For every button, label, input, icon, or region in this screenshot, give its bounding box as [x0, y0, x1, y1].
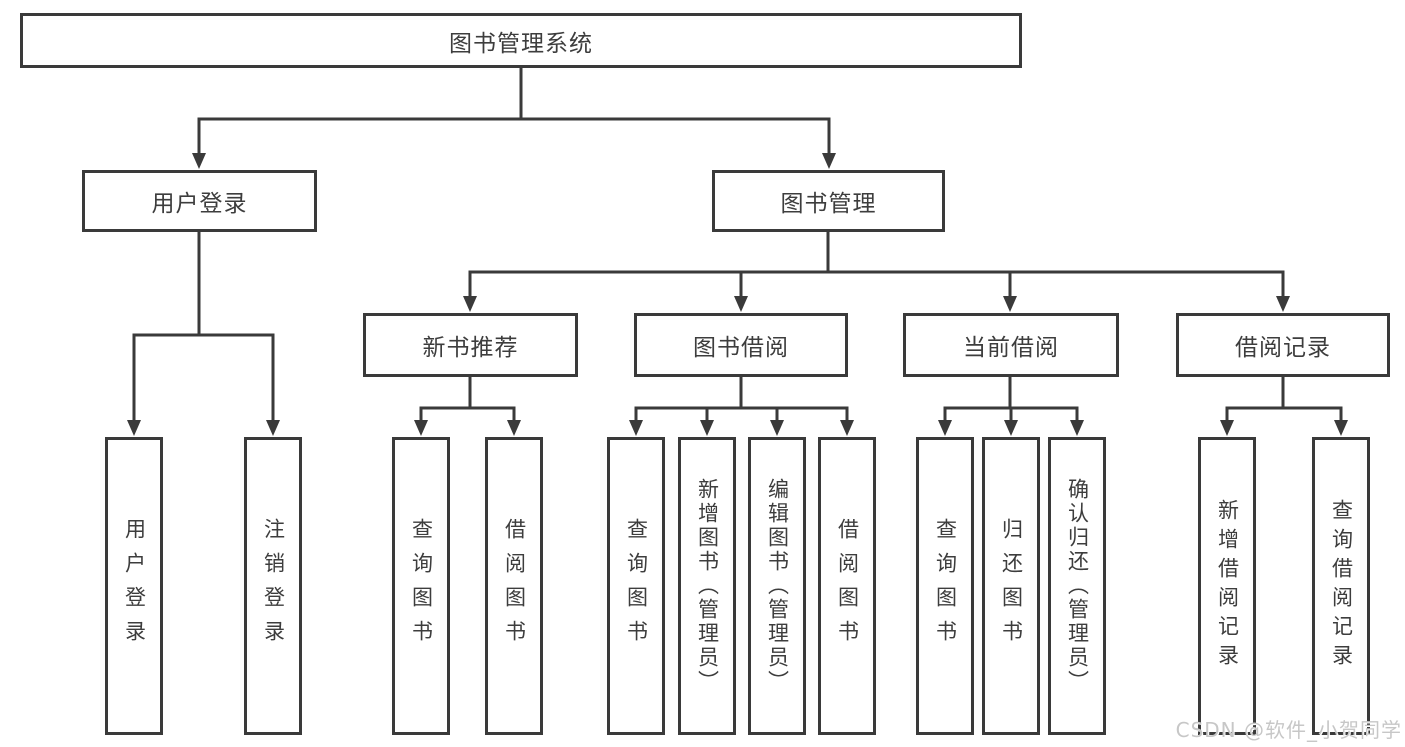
node-label: 图书管理 — [780, 191, 877, 217]
node-user-login: 用户登录 — [82, 170, 317, 232]
leaf-label: 查询图书 — [624, 518, 649, 654]
leaf-logout: 注销登录 — [244, 437, 302, 735]
leaf-label: 新增图书（管理员） — [695, 478, 720, 694]
leaf-label: 查询图书 — [933, 518, 958, 654]
leaf-label: 查询借阅记录 — [1329, 499, 1354, 673]
leaf-label: 确认归还（管理员） — [1065, 478, 1090, 694]
node-label: 用户登录 — [151, 191, 248, 217]
leaf-label: 借阅图书 — [502, 518, 527, 654]
node-label: 图书管理系统 — [449, 30, 593, 57]
leaf-return-books: 归还图书 — [982, 437, 1040, 735]
leaf-label: 借阅图书 — [835, 518, 860, 654]
leaf-label: 用户登录 — [122, 518, 147, 654]
leaf-user-login: 用户登录 — [105, 437, 163, 735]
node-root: 图书管理系统 — [20, 13, 1022, 68]
leaf-label: 归还图书 — [999, 518, 1024, 654]
node-new-book-recommend: 新书推荐 — [363, 313, 578, 377]
node-current-borrow: 当前借阅 — [903, 313, 1119, 377]
leaf-borrow-books-recommend: 借阅图书 — [485, 437, 543, 735]
leaf-confirm-return-admin: 确认归还（管理员） — [1048, 437, 1106, 735]
leaf-label: 新增借阅记录 — [1215, 499, 1240, 673]
node-book-management: 图书管理 — [712, 170, 945, 232]
leaf-label: 查询图书 — [409, 518, 434, 654]
leaf-label: 编辑图书（管理员） — [765, 478, 790, 694]
node-label: 当前借阅 — [963, 335, 1059, 361]
leaf-query-books-current: 查询图书 — [916, 437, 974, 735]
node-label: 新书推荐 — [422, 335, 519, 361]
watermark: CSDN @软件_小贺同学 — [1175, 718, 1402, 742]
leaf-query-borrow-record: 查询借阅记录 — [1312, 437, 1370, 735]
leaf-add-book-admin: 新增图书（管理员） — [678, 437, 736, 735]
node-book-borrow: 图书借阅 — [634, 313, 848, 377]
connector-lines — [132, 68, 1343, 424]
leaf-borrow-books: 借阅图书 — [818, 437, 876, 735]
node-label: 图书借阅 — [693, 335, 789, 361]
leaf-add-borrow-record: 新增借阅记录 — [1198, 437, 1256, 735]
node-label: 借阅记录 — [1235, 335, 1331, 361]
leaf-query-books-borrow: 查询图书 — [607, 437, 665, 735]
leaf-label: 注销登录 — [261, 518, 286, 654]
leaf-query-books-recommend: 查询图书 — [392, 437, 450, 735]
node-borrow-records: 借阅记录 — [1176, 313, 1390, 377]
leaf-edit-book-admin: 编辑图书（管理员） — [748, 437, 806, 735]
